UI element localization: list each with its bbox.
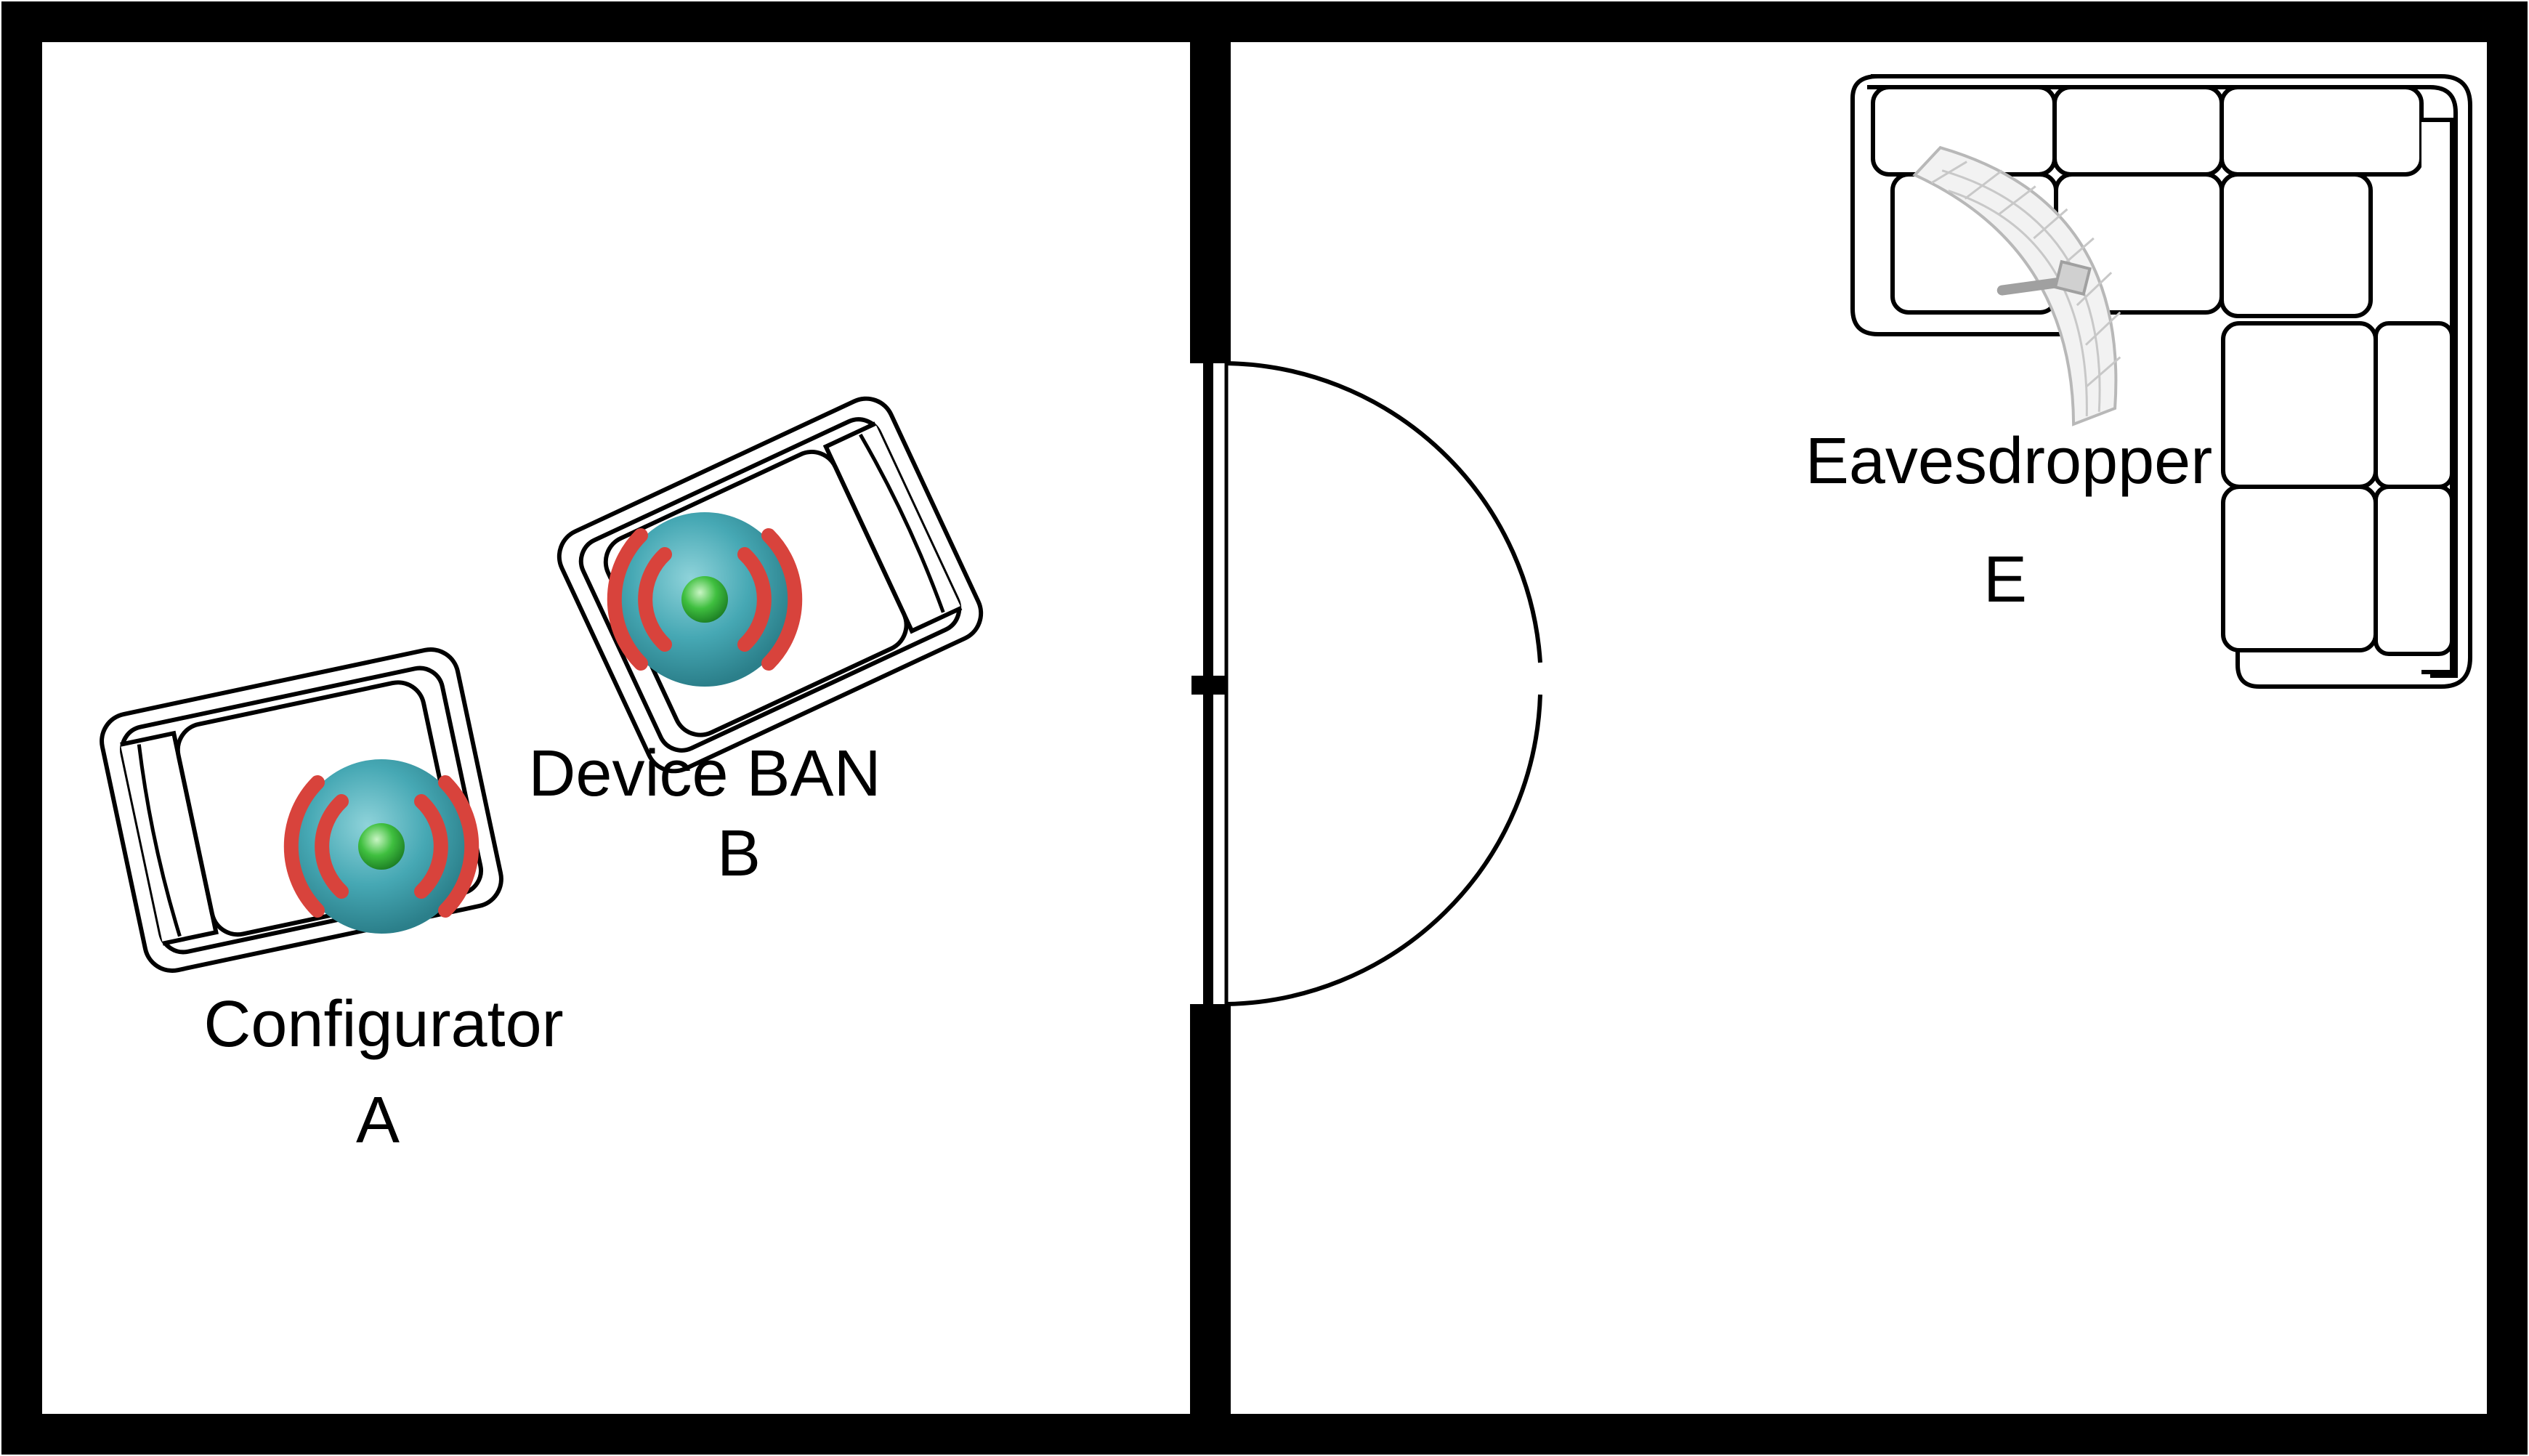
eavesdropper-id-label: E <box>1983 543 2027 616</box>
grid-dish-antenna-icon <box>1912 145 2121 426</box>
device-ban-label: Device BAN <box>528 737 881 810</box>
door-swing-arc <box>1226 361 1542 1006</box>
configurator-id-label: A <box>356 1084 400 1157</box>
eavesdropper-label: Eavesdropper <box>1805 425 2212 498</box>
configurator-label: Configurator <box>203 988 563 1061</box>
device-a-icon <box>291 759 472 934</box>
door <box>1191 361 1542 1006</box>
partition-wall-upper <box>1190 22 1231 363</box>
device-b-icon <box>615 512 795 687</box>
partition-wall-lower <box>1190 1004 1231 1434</box>
device-ban-id-label: B <box>717 817 761 890</box>
